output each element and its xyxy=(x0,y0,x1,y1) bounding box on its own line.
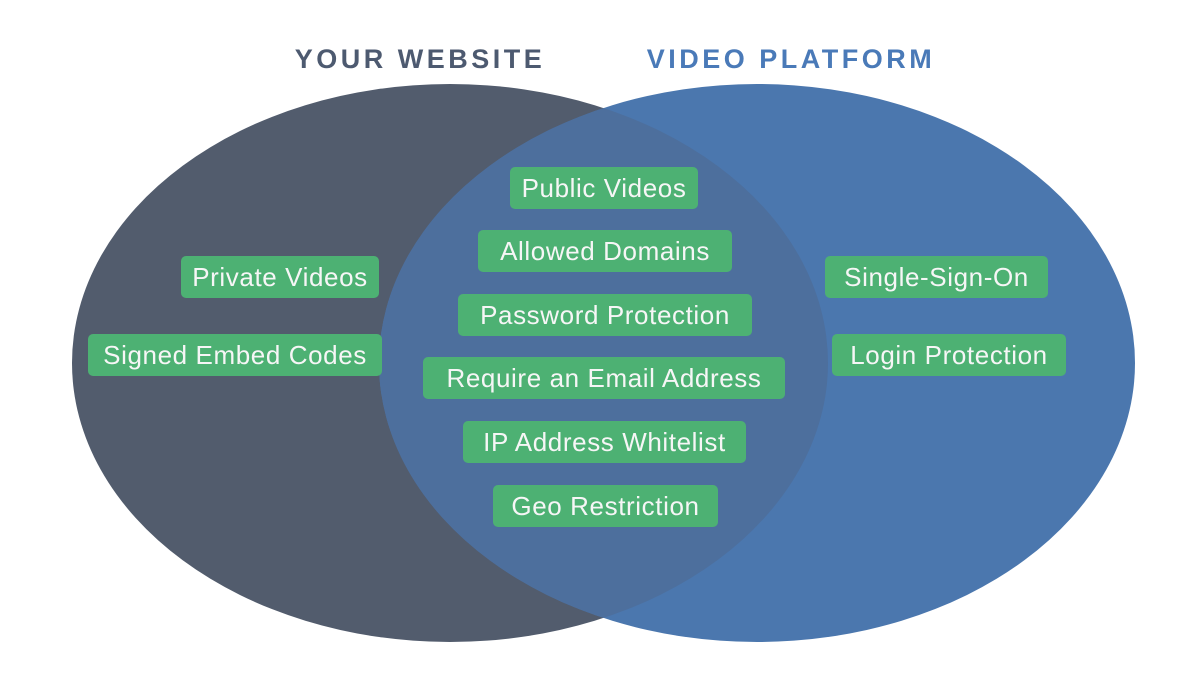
tag-public-videos: Public Videos xyxy=(510,167,698,209)
tag-password-protection: Password Protection xyxy=(458,294,752,336)
tag-geo-restriction: Geo Restriction xyxy=(493,485,718,527)
tag-single-sign-on: Single-Sign-On xyxy=(825,256,1048,298)
tag-allowed-domains: Allowed Domains xyxy=(478,230,732,272)
tag-private-videos: Private Videos xyxy=(181,256,379,298)
right-set-title: VIDEO PLATFORM xyxy=(646,44,936,74)
tag-ip-address-whitelist: IP Address Whitelist xyxy=(463,421,746,463)
tag-login-protection: Login Protection xyxy=(832,334,1066,376)
left-set-title: YOUR WEBSITE xyxy=(294,44,546,74)
tag-require-an-email-address: Require an Email Address xyxy=(423,357,785,399)
tag-signed-embed-codes: Signed Embed Codes xyxy=(88,334,382,376)
